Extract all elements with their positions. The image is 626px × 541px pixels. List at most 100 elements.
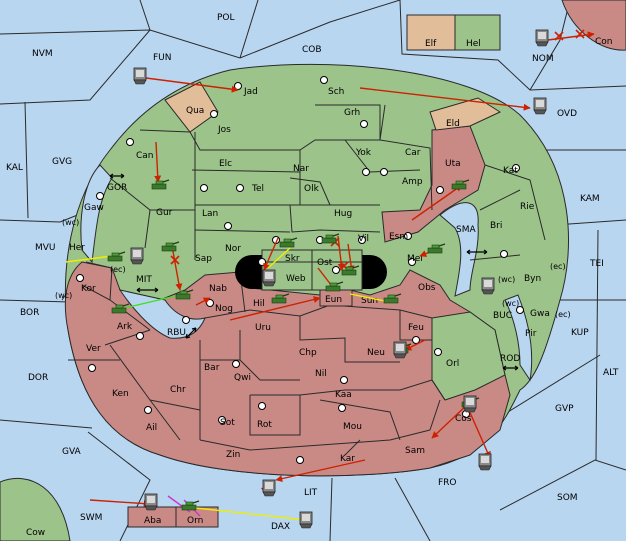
sea-label-swm: SWM — [80, 513, 102, 523]
label-ken: Ken — [112, 389, 129, 399]
label-chp: Chp — [299, 348, 317, 358]
fleet-unit-aba[interactable] — [144, 493, 158, 511]
label-sch: Sch — [328, 87, 344, 97]
label-eld: Eld — [446, 119, 460, 129]
label-vil: Vil — [358, 234, 369, 244]
label-gaw: Gaw — [84, 203, 104, 213]
fleet-unit-fro[interactable] — [478, 453, 492, 471]
sea-label-rod: ROD — [500, 354, 520, 364]
fleet-unit-neu-coast[interactable] — [393, 341, 407, 359]
label-yok: Yok — [355, 148, 372, 158]
label-jad: Jad — [243, 87, 258, 97]
sea-label-mit: MIT — [136, 275, 152, 285]
label-pir: Pir — [525, 329, 537, 339]
label-eun: Eun — [325, 295, 342, 305]
coast-marker-wc-byn: (wc) — [498, 275, 515, 284]
sea-label-alt: ALT — [603, 368, 619, 378]
label-aba: Aba — [144, 516, 161, 526]
fleet-unit-buc[interactable] — [481, 277, 495, 295]
label-qwi: Qwi — [234, 373, 251, 383]
label-kat: Kat — [503, 166, 518, 176]
sea-label-rbu: RBU — [167, 328, 186, 338]
sea-label-bor: BOR — [20, 308, 39, 318]
coast-marker-ec-gwa: (ec) — [555, 310, 571, 319]
label-ark: Ark — [117, 322, 133, 332]
label-elf: Elf — [425, 39, 437, 49]
inner-spiral-channel-west — [80, 164, 113, 264]
sea-label-ovd: OVD — [557, 109, 577, 119]
label-gwa: Gwa — [530, 309, 550, 319]
label-hil: Hil — [253, 299, 265, 309]
label-sot: Sot — [220, 418, 235, 428]
sea-label-mvu: MVU — [35, 243, 56, 253]
label-neu: Neu — [367, 348, 385, 358]
sea-label-sma: SMA — [456, 225, 476, 235]
fleet-unit-nom[interactable] — [535, 29, 549, 47]
fleet-unit-dax[interactable] — [299, 511, 313, 529]
fleet-unit-fun[interactable] — [133, 67, 147, 85]
label-web: Web — [286, 274, 306, 284]
label-jos: Jos — [217, 125, 231, 135]
sea-label-fro: FRO — [438, 478, 457, 488]
province-borders — [68, 104, 546, 456]
coast-marker-wc-kor: (wc) — [55, 291, 72, 300]
sea-label-kal: KAL — [6, 163, 23, 173]
label-mel: Mel — [407, 254, 423, 264]
province-labels: Elf Hel Jad Sch Qua Eld Jos Grh Can Yok … — [69, 39, 550, 526]
fleet-unit-lit[interactable] — [262, 479, 276, 497]
label-nog: Nog — [215, 304, 233, 314]
label-skr: Skr — [285, 254, 300, 264]
coast-marker-wc-gwa: (wc) — [502, 299, 519, 308]
label-byn: Byn — [524, 274, 541, 284]
label-bar: Bar — [204, 363, 220, 373]
label-car: Car — [405, 148, 421, 158]
fleet-unit-web[interactable] — [262, 269, 276, 287]
label-bri: Bri — [490, 221, 502, 231]
fleet-unit-mvu[interactable] — [130, 247, 144, 265]
label-zin: Zin — [226, 450, 240, 460]
label-uru: Uru — [255, 323, 271, 333]
label-hel: Hel — [466, 39, 481, 49]
coast-marker-ec-byn: (ec) — [550, 262, 566, 271]
label-rot: Rot — [257, 420, 272, 430]
inner-spiral-channel-rod — [504, 294, 533, 382]
label-can: Can — [136, 151, 154, 161]
label-nor: Nor — [225, 244, 241, 254]
label-nab: Nab — [209, 284, 227, 294]
channel-connectors — [109, 173, 519, 371]
sea-label-dax: DAX — [271, 522, 290, 532]
label-sam: Sam — [405, 446, 425, 456]
label-esm: Esm — [389, 232, 408, 242]
label-nil: Nil — [315, 369, 327, 379]
label-nar: Nar — [293, 164, 309, 174]
label-elc: Elc — [219, 159, 232, 169]
label-orl: Orl — [446, 359, 459, 369]
province-hel-area — [454, 14, 501, 51]
sea-label-con: Con — [595, 37, 613, 47]
sea-label-kup: KUP — [571, 328, 589, 338]
label-grh: Grh — [344, 108, 360, 118]
sea-label-gva: GVA — [62, 447, 82, 457]
label-rie: Rie — [520, 202, 535, 212]
label-olk: Olk — [304, 184, 320, 194]
label-orn: Orn — [187, 516, 203, 526]
label-tel: Tel — [251, 184, 264, 194]
fleet-unit-ovd[interactable] — [533, 97, 547, 115]
label-lan: Lan — [202, 209, 218, 219]
label-feu: Feu — [408, 323, 424, 333]
province-qua-area — [164, 81, 219, 133]
label-ver: Ver — [86, 344, 101, 354]
sea-label-cob: COB — [302, 45, 322, 55]
sea-label-lit: LIT — [304, 488, 318, 498]
label-kaa: Kaa — [335, 390, 352, 400]
label-hug: Hug — [334, 209, 352, 219]
label-cos: Cos — [455, 414, 472, 424]
sea-label-som: SOM — [557, 493, 578, 503]
province-orn-area — [175, 506, 219, 528]
coast-marker-ec-her: (ec) — [110, 265, 126, 274]
label-kor: Kor — [81, 284, 96, 294]
sea-labels: POL FUN COB NVM NOM OVD KAL GVG GOR KAM … — [6, 13, 619, 538]
coast-marker-wc-her: (wc) — [62, 218, 79, 227]
fleet-unit-cos[interactable] — [463, 395, 477, 413]
